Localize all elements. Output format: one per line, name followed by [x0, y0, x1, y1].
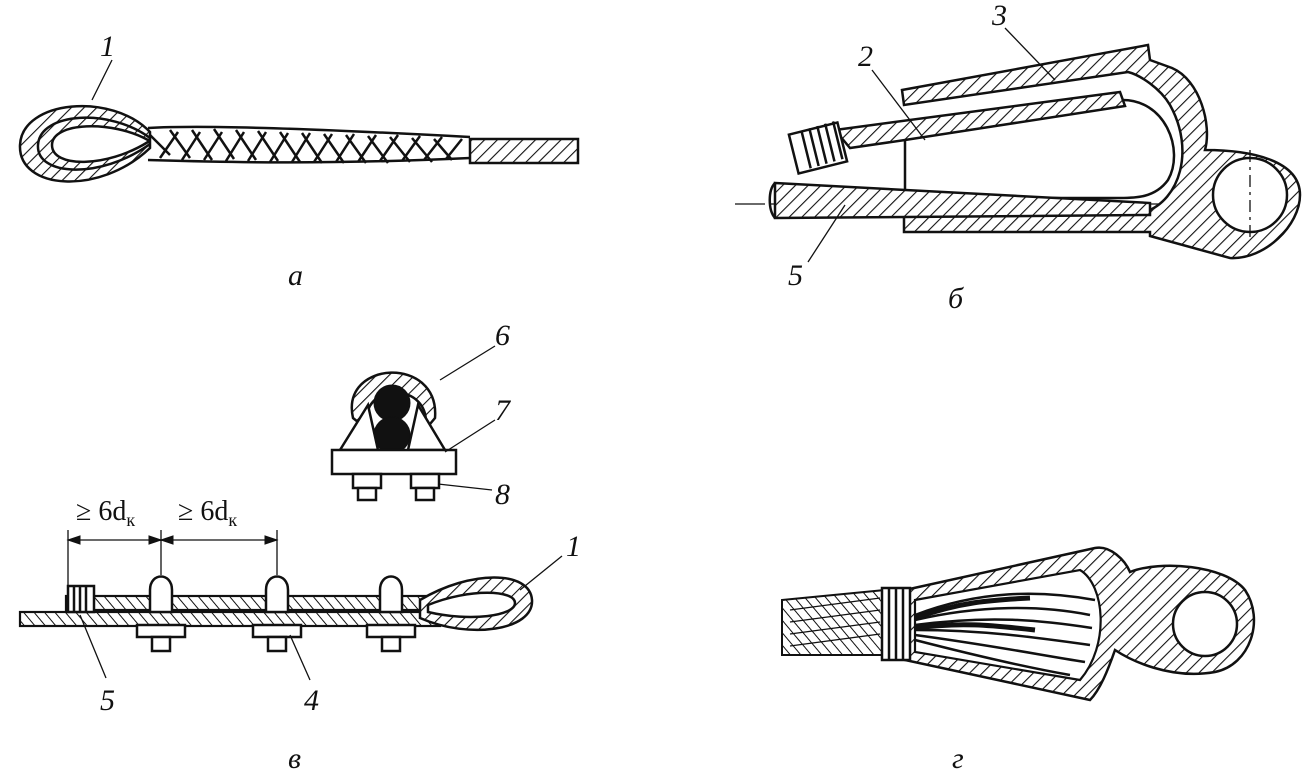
rope-strands-g — [781, 588, 886, 656]
rope-dead-end — [787, 90, 1127, 175]
splice-braid — [147, 125, 471, 164]
rope-live-end — [768, 181, 1152, 220]
label-3: 3 — [991, 0, 1007, 32]
caption-g: г — [952, 742, 964, 775]
socket-eye-g — [1171, 590, 1239, 658]
clip-2 — [251, 575, 303, 653]
thimble-eye-v — [418, 576, 534, 632]
label-1-v: 1 — [566, 530, 581, 563]
panel-v: ≥ 6dк ≥ 6dк 1 4 5 в — [18, 496, 581, 775]
caption-b: б — [948, 282, 964, 315]
dimension-lines — [66, 530, 279, 590]
dimension-spacing-2: ≥ 6dк — [178, 496, 237, 530]
label-5-v: 5 — [100, 684, 115, 717]
dimension-spacing-1: ≥ 6dк — [76, 496, 135, 530]
panel-a: 1 а — [18, 30, 580, 292]
caption-a: а — [288, 259, 303, 292]
label-4: 4 — [304, 684, 319, 717]
clip-3 — [365, 575, 417, 653]
label-6: 6 — [495, 319, 510, 352]
clamp-plate — [330, 448, 458, 476]
rope-a — [468, 137, 580, 165]
label-2: 2 — [858, 40, 873, 73]
panel-g: г — [781, 546, 1256, 775]
label-7: 7 — [495, 394, 512, 427]
poured-socket — [903, 546, 1256, 702]
label-5-b: 5 — [788, 259, 803, 292]
clip-1 — [135, 575, 187, 653]
caption-v: в — [288, 742, 301, 775]
label-1-a: 1 — [100, 30, 115, 63]
socket-body — [900, 43, 1302, 260]
thimble-eye-a — [18, 104, 152, 183]
binding-v — [66, 584, 96, 614]
label-8: 8 — [495, 478, 510, 511]
clamp-detail: 6 7 8 — [330, 319, 512, 511]
binding-g — [880, 586, 912, 662]
panel-b: 3 2 5 б — [735, 0, 1302, 315]
